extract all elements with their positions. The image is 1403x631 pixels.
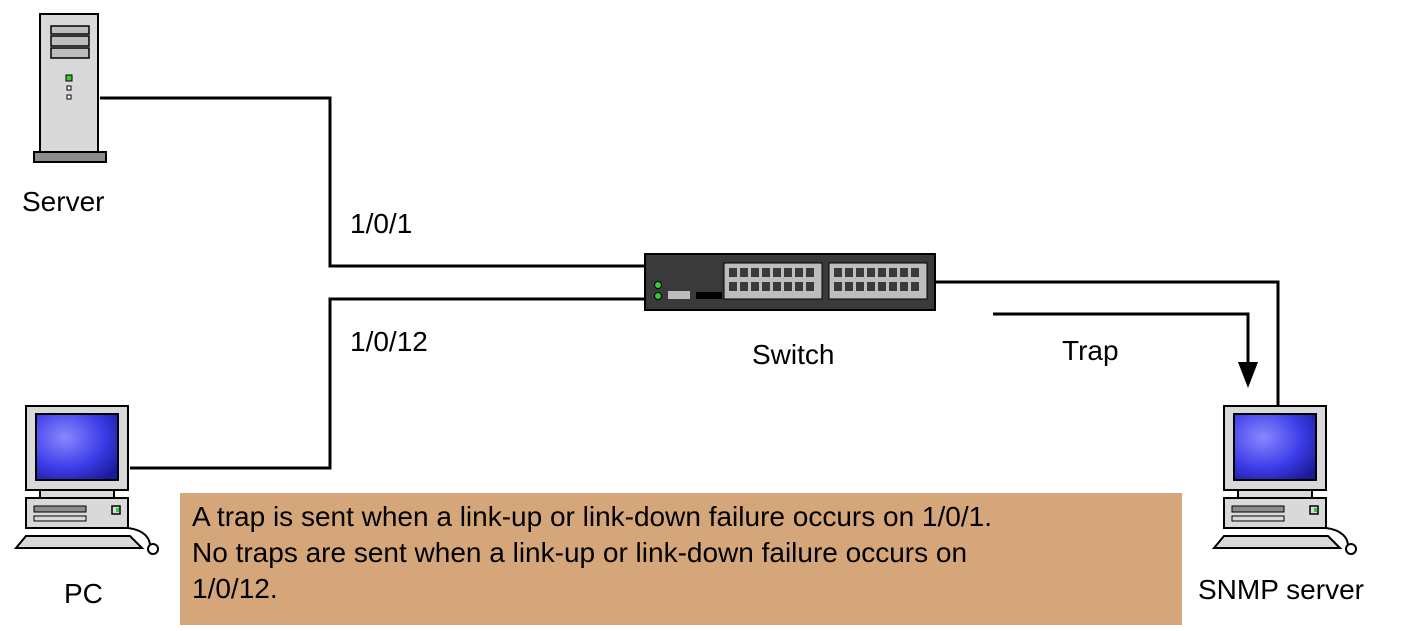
switch-port — [729, 268, 737, 277]
snmp-server-icon — [1211, 405, 1357, 555]
switch-port — [806, 268, 814, 277]
note-line: No traps are sent when a link-up or link… — [192, 537, 968, 568]
switch-port — [889, 268, 897, 277]
switch-port — [795, 268, 803, 277]
note-line: A trap is sent when a link-up or link-do… — [192, 501, 992, 532]
pc-icon — [13, 405, 159, 555]
switch-port — [795, 282, 803, 291]
pc-link-line — [130, 297, 645, 470]
switch-port — [773, 282, 781, 291]
trap-label: Trap — [1062, 335, 1119, 366]
switch-port — [729, 282, 737, 291]
port-label-pc: 1/0/12 — [350, 326, 428, 357]
switch-port — [806, 282, 814, 291]
switch-port — [911, 268, 919, 277]
switch-port — [762, 268, 770, 277]
trap-arrowhead — [1238, 362, 1258, 388]
switch-port — [773, 268, 781, 277]
switch-port — [889, 282, 897, 291]
switch-port — [856, 268, 864, 277]
switch-label: Switch — [752, 339, 835, 370]
switch-port — [751, 268, 759, 277]
trap-arrow — [993, 312, 1250, 378]
server-icon — [33, 13, 107, 163]
switch-port — [751, 282, 759, 291]
switch-port — [867, 268, 875, 277]
switch-port — [845, 282, 853, 291]
switch-port — [856, 282, 864, 291]
server-label: Server — [22, 186, 105, 217]
snmp-server-label: SNMP server — [1198, 574, 1364, 605]
switch-port — [867, 282, 875, 291]
switch-port — [740, 282, 748, 291]
switch-port — [834, 282, 842, 291]
switch-port — [911, 282, 919, 291]
switch-port — [834, 268, 842, 277]
switch-port — [878, 268, 886, 277]
switch-port — [762, 282, 770, 291]
switch-port — [740, 268, 748, 277]
switch-port — [845, 268, 853, 277]
switch-port — [784, 282, 792, 291]
server-link-line — [100, 96, 645, 268]
switch-port — [878, 282, 886, 291]
note-line: 1/0/12. — [192, 573, 278, 604]
snmp-link-line — [935, 280, 1280, 405]
note-box: A trap is sent when a link-up or link-do… — [180, 493, 1182, 625]
switch-icon — [644, 253, 936, 311]
pc-label: PC — [64, 578, 103, 609]
switch-port — [784, 268, 792, 277]
port-label-server: 1/0/1 — [350, 208, 413, 239]
switch-port — [900, 268, 908, 277]
switch-port — [900, 282, 908, 291]
